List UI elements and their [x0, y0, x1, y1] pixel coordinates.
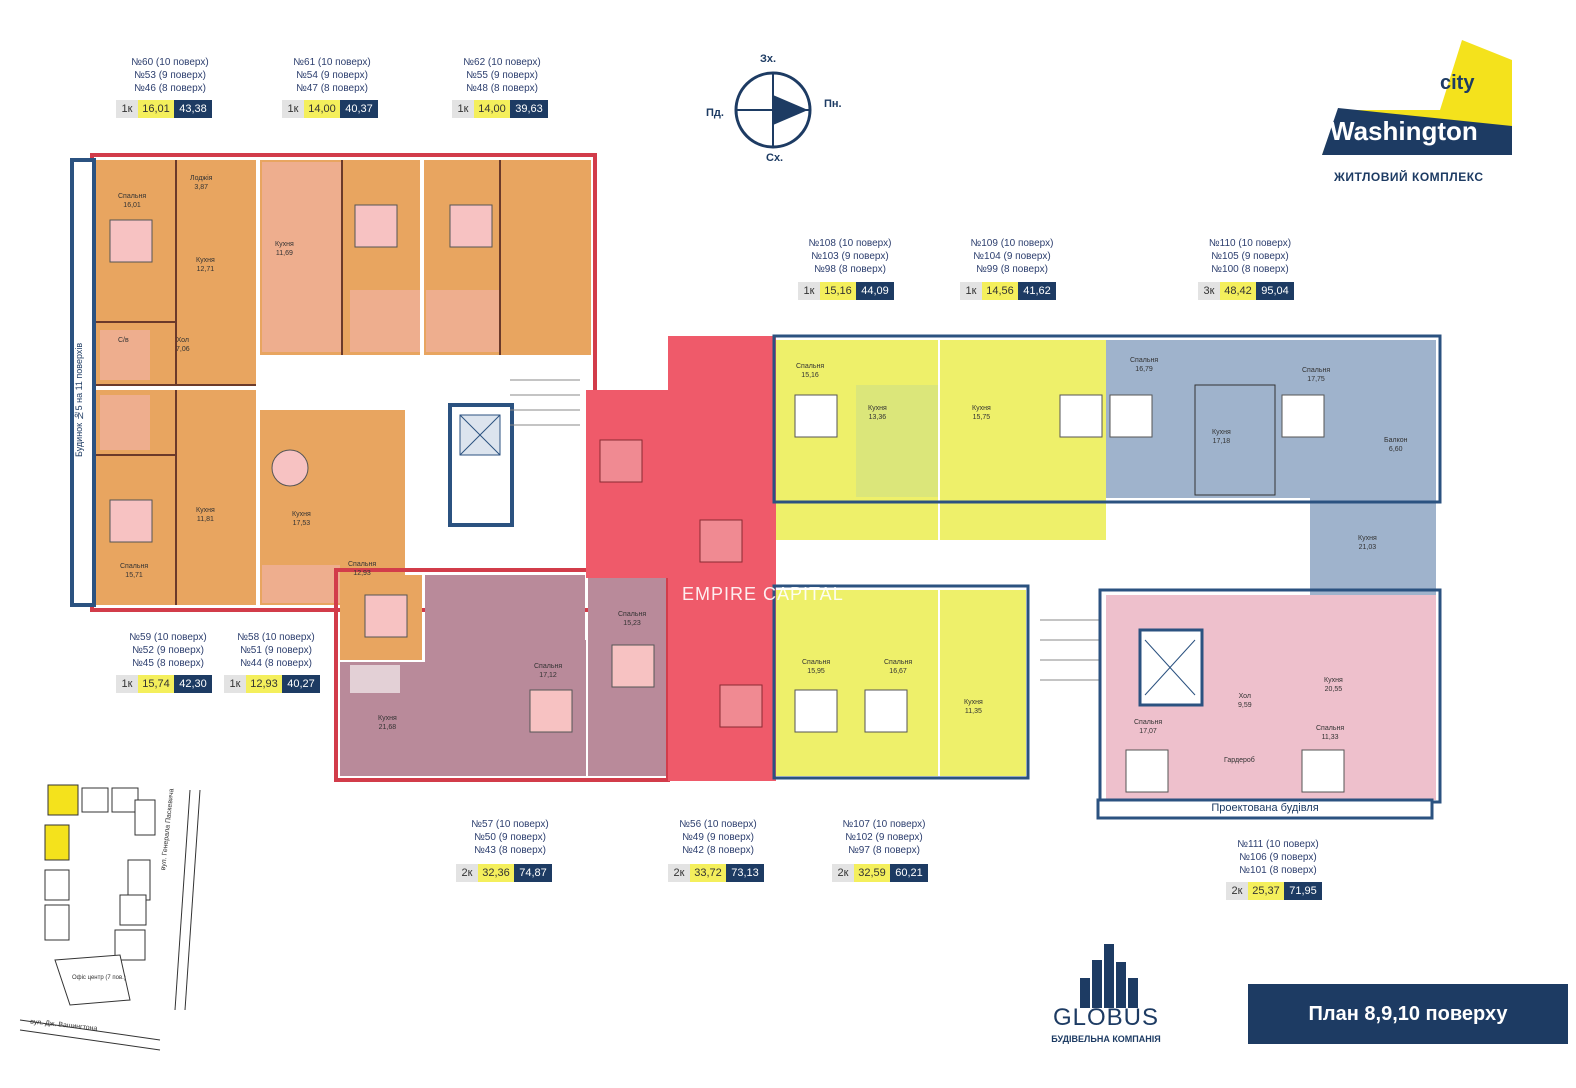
site-map	[19, 784, 201, 1051]
unit-label-59: №59 (10 поверх)№52 (9 поверх)№45 (8 пове…	[129, 632, 207, 669]
unit-label-62: №62 (10 поверх)№55 (9 поверх)№48 (8 пове…	[463, 57, 541, 94]
plan-title-badge: План 8,9,10 поверху	[1248, 984, 1568, 1044]
logo-subtitle: ЖИТЛОВИЙ КОМПЛЕКС	[1334, 170, 1484, 184]
logo-washington-text: Washington	[1330, 116, 1478, 146]
unit-label-110: №110 (10 поверх)№105 (9 поверх)№100 (8 п…	[1208, 238, 1292, 275]
unit-label-56: №56 (10 поверх)№49 (9 поверх)№42 (8 пове…	[679, 819, 757, 856]
unit-label-108: №108 (10 поверх)№103 (9 поверх)№98 (8 по…	[808, 238, 892, 275]
unit-label-111: №111 (10 поверх)№106 (9 поверх)№101 (8 п…	[1237, 839, 1319, 876]
unit-label-107: №107 (10 поверх)№102 (9 поверх)№97 (8 по…	[842, 819, 926, 856]
compass-north-label: Зх.	[760, 53, 777, 65]
logo-navy-shape	[1322, 108, 1512, 155]
unit-label-109: №109 (10 поверх)№104 (9 поверх)№99 (8 по…	[970, 238, 1054, 275]
neighbor-building-label: Будинок №5 на 11 поверхів	[74, 342, 84, 458]
unit-label-61: №61 (10 поверх)№54 (9 поверх)№47 (8 пове…	[293, 57, 371, 94]
developer-name: GLOBUS	[1052, 1004, 1160, 1031]
developer-subtitle: БУДІВЕЛЬНА КОМПАНІЯ	[1051, 1034, 1161, 1044]
unit-label-57: №57 (10 поверх)№50 (9 поверх)№43 (8 пове…	[471, 819, 549, 856]
projected-building-label: Проектована будівля	[1211, 802, 1319, 814]
apartment-107[interactable]	[776, 590, 938, 776]
compass	[734, 71, 812, 149]
room-label: Гардероб	[1224, 757, 1255, 764]
unit-label-60: №60 (10 поверх)№53 (9 поверх)№46 (8 пове…	[131, 57, 209, 94]
compass-south-label: Сх.	[766, 152, 784, 164]
compass-east-label: Пн.	[824, 98, 842, 110]
unit-label-58: №58 (10 поверх)№51 (9 поверх)№44 (8 пове…	[237, 632, 315, 669]
watermark-text: EMPIRE CAPITAL	[682, 584, 844, 604]
room-label: С/в	[118, 337, 129, 344]
logo-city-text: city	[1440, 72, 1475, 94]
globus-logo-icon	[1080, 944, 1138, 1008]
neighbor-building-wall	[70, 158, 96, 607]
map-office-label: Офіс центр (7 пов.)	[72, 975, 126, 981]
compass-west-label: Пд.	[706, 107, 724, 119]
apartment-109[interactable]	[940, 340, 1106, 540]
